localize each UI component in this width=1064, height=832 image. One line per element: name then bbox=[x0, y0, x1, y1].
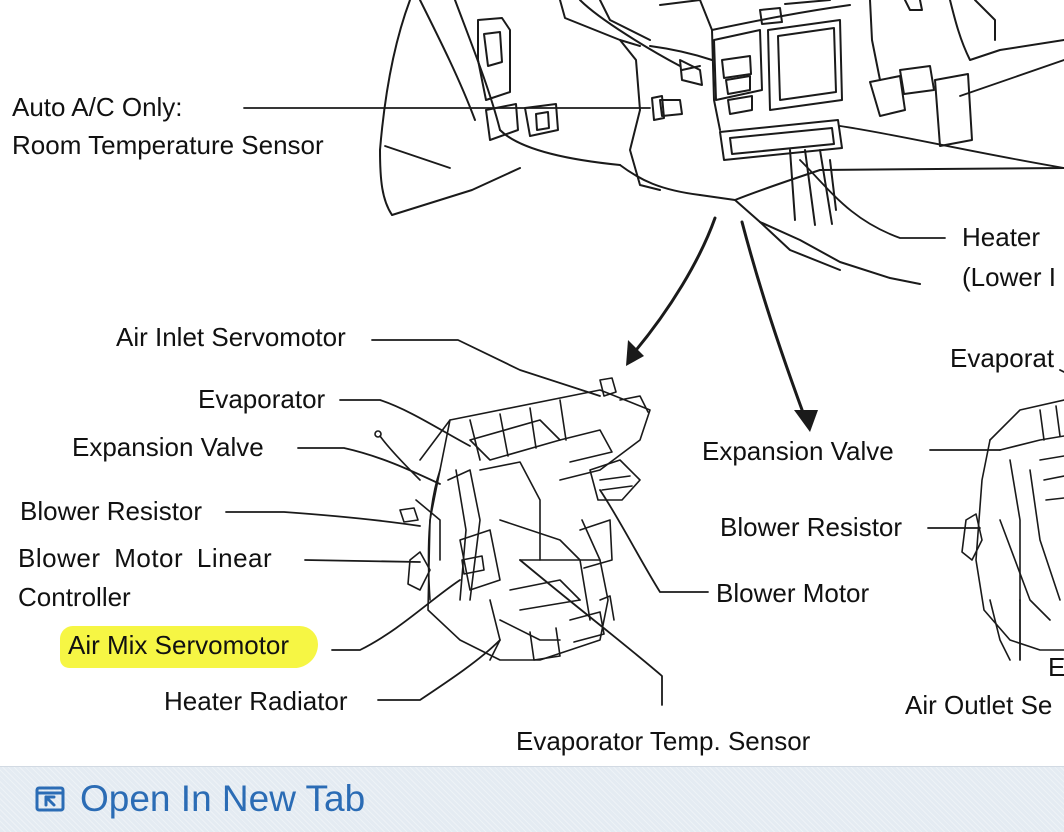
open-in-new-tab-icon bbox=[34, 785, 66, 813]
line-drawing bbox=[225, 0, 1064, 706]
label-evaporator-right: Evaporat bbox=[950, 343, 1055, 373]
label-air-inlet-servomotor: Air Inlet Servomotor bbox=[116, 322, 346, 352]
hvac-diagram: Auto A/C Only: Room Temperature Sensor H… bbox=[12, 0, 1064, 756]
pointer-arrows bbox=[630, 216, 807, 420]
leader-lines-right bbox=[927, 369, 1064, 661]
label-room-temperature-sensor: Room Temperature Sensor bbox=[12, 130, 324, 160]
label-blower-resistor-right: Blower Resistor bbox=[720, 512, 903, 542]
label-e-right: E bbox=[1048, 652, 1064, 682]
dashboard-drawing bbox=[379, 0, 1064, 285]
label-controller: Controller bbox=[18, 582, 131, 612]
label-blower-resistor-left: Blower Resistor bbox=[20, 496, 203, 526]
label-blower-motor: Blower Motor bbox=[716, 578, 870, 608]
leader-lines-top bbox=[243, 59, 1064, 239]
hvac-unit-left bbox=[374, 377, 651, 661]
air-mix-highlight bbox=[60, 626, 318, 668]
label-expansion-valve-right: Expansion Valve bbox=[702, 436, 894, 466]
label-evaporator-temp-sensor: Evaporator Temp. Sensor bbox=[516, 726, 811, 756]
open-in-new-tab-label: Open In New Tab bbox=[80, 778, 366, 819]
label-heater: Heater bbox=[962, 222, 1041, 252]
label-expansion-valve-left: Expansion Valve bbox=[72, 432, 264, 462]
label-evaporator-left: Evaporator bbox=[198, 384, 326, 414]
label-air-mix-servomotor: Air Mix Servomotor bbox=[68, 630, 290, 660]
image-footer: Open In New Tab bbox=[0, 766, 1064, 832]
hvac-unit-right bbox=[961, 399, 1064, 661]
label-blower-motor-linear: Blower Motor Linear bbox=[18, 543, 273, 573]
label-auto-ac-only: Auto A/C Only: bbox=[12, 92, 183, 122]
label-heater-radiator: Heater Radiator bbox=[164, 686, 348, 716]
label-lower: (Lower I bbox=[962, 262, 1056, 292]
label-air-outlet-right: Air Outlet Se bbox=[905, 690, 1053, 720]
open-in-new-tab-link[interactable]: Open In New Tab bbox=[34, 777, 365, 821]
leader-lines-left bbox=[225, 339, 709, 706]
